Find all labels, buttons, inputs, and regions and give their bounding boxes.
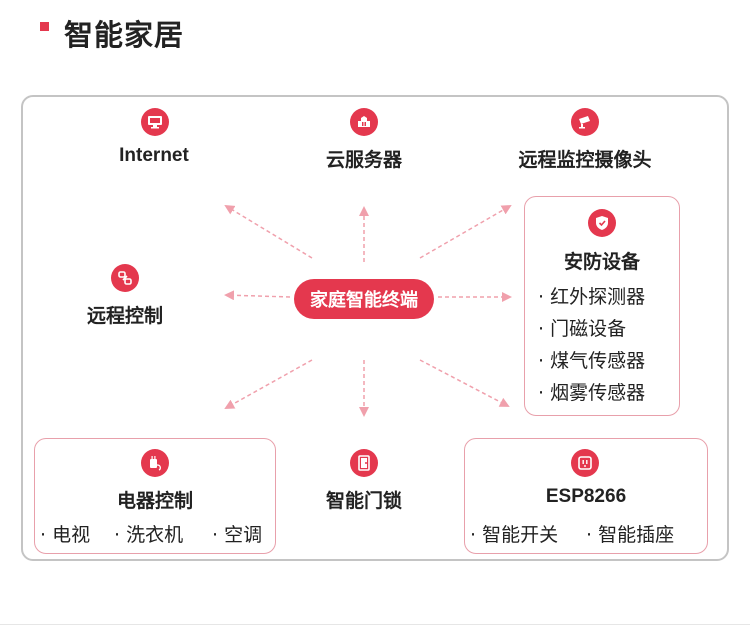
remote-link-icon xyxy=(111,264,139,292)
appliance-item-washer: · 洗衣机 xyxy=(114,524,184,546)
server-icon xyxy=(350,108,378,136)
arrow-to-remote xyxy=(224,290,291,301)
node-camera-label: 远程监控摄像头 xyxy=(518,149,652,171)
node-security-label: 安防设备 xyxy=(563,251,640,273)
monitor-icon xyxy=(141,108,169,136)
camera-icon xyxy=(571,108,599,136)
esp-item-socket: · 智能插座 xyxy=(586,524,675,546)
bottom-divider xyxy=(0,624,750,625)
socket-icon xyxy=(571,449,599,477)
appliance-item-ac: · 空调 xyxy=(212,524,263,546)
arrow-to-appliance xyxy=(224,359,313,409)
page-title: 智能家居 xyxy=(64,18,185,52)
security-item-door-sensor: · 门磁设备 xyxy=(538,318,627,340)
shield-icon xyxy=(588,209,616,237)
node-remote-label: 远程控制 xyxy=(86,305,163,327)
arrow-to-esp xyxy=(419,359,510,407)
node-doorlock-label: 智能门锁 xyxy=(325,490,402,512)
node-cloud-label: 云服务器 xyxy=(325,149,402,171)
plug-icon xyxy=(141,449,169,477)
diagram-frame xyxy=(21,95,729,561)
node-internet-label: Internet xyxy=(119,145,189,166)
title-accent-mark xyxy=(40,22,49,31)
security-item-smoke-sensor: · 烟雾传感器 xyxy=(538,382,646,404)
node-appliance-label: 电器控制 xyxy=(116,490,193,512)
appliance-item-tv: · 电视 xyxy=(40,524,91,546)
center-hub: 家庭智能终端 xyxy=(294,279,434,319)
arrow-to-camera xyxy=(419,204,512,259)
security-item-infrared: · 红外探测器 xyxy=(538,286,646,308)
esp-item-switch: · 智能开关 xyxy=(470,524,559,546)
door-icon xyxy=(350,449,378,477)
arrow-to-internet xyxy=(224,204,313,259)
security-item-gas-sensor: · 煤气传感器 xyxy=(538,350,646,372)
node-esp-label: ESP8266 xyxy=(545,486,627,507)
